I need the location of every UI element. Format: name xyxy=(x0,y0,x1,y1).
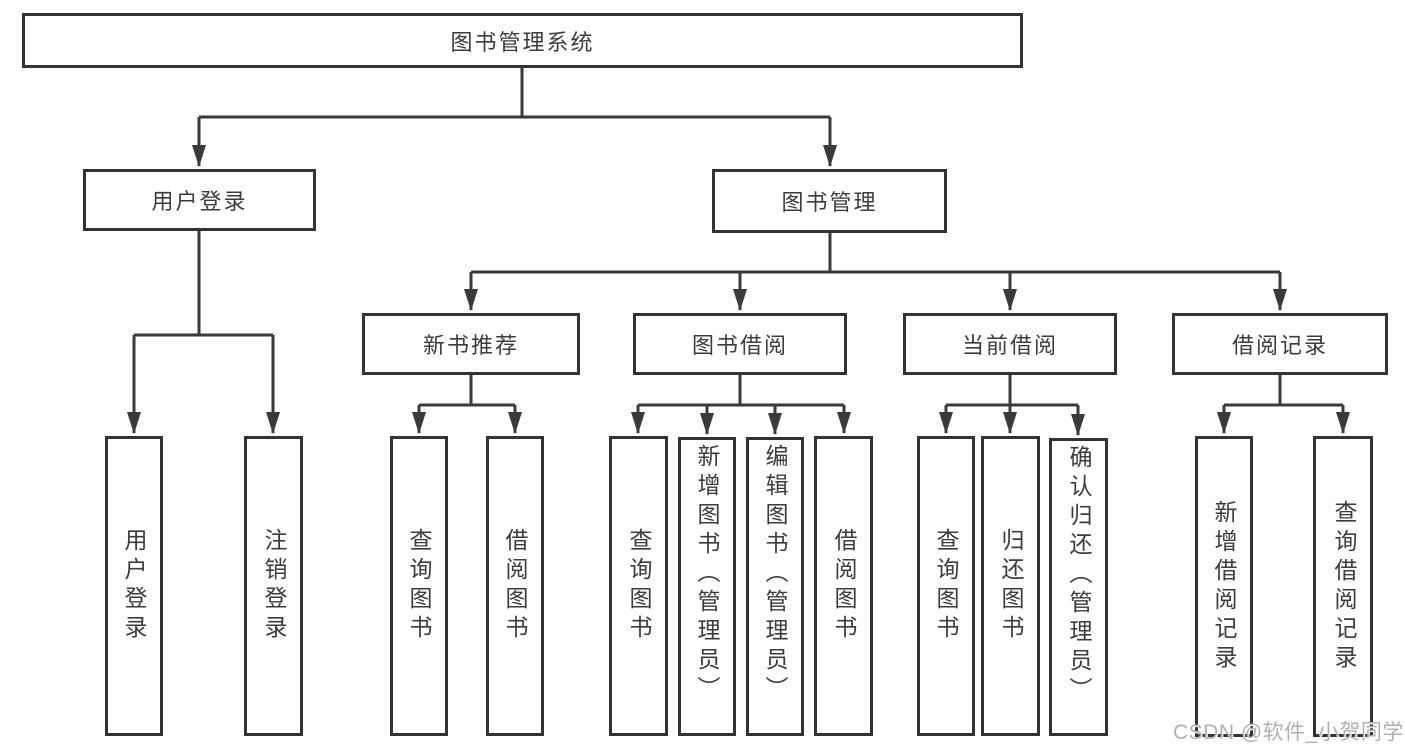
leaf-query-book-borrow: 查询图书 xyxy=(609,436,668,736)
node-borrow-records: 借阅记录 xyxy=(1172,313,1388,375)
node-new-book-recommend: 新书推荐 xyxy=(362,313,580,375)
leaf-add-book-admin: 新增图书（管理员） xyxy=(678,437,736,736)
leaf-query-book-recommend: 查询图书 xyxy=(390,436,448,736)
leaf-user-login: 用户登录 xyxy=(105,436,163,736)
leaf-logout: 注销登录 xyxy=(244,436,303,736)
leaf-edit-book-admin: 编辑图书（管理员） xyxy=(746,437,804,736)
leaf-confirm-return-admin: 确认归还（管理员） xyxy=(1049,438,1108,736)
leaf-return-book: 归还图书 xyxy=(981,436,1040,736)
node-book-management: 图书管理 xyxy=(712,169,947,233)
leaf-borrow-book-recommend: 借阅图书 xyxy=(486,436,544,736)
leaf-add-borrow-record: 新增借阅记录 xyxy=(1195,436,1253,737)
node-book-borrow: 图书借阅 xyxy=(633,313,847,375)
leaf-query-book-current: 查询图书 xyxy=(917,436,975,736)
node-root: 图书管理系统 xyxy=(22,13,1023,68)
leaf-query-borrow-record: 查询借阅记录 xyxy=(1313,436,1373,737)
leaf-borrow-book: 借阅图书 xyxy=(814,436,873,736)
node-current-borrow: 当前借阅 xyxy=(903,313,1117,375)
node-user-login: 用户登录 xyxy=(83,169,316,231)
